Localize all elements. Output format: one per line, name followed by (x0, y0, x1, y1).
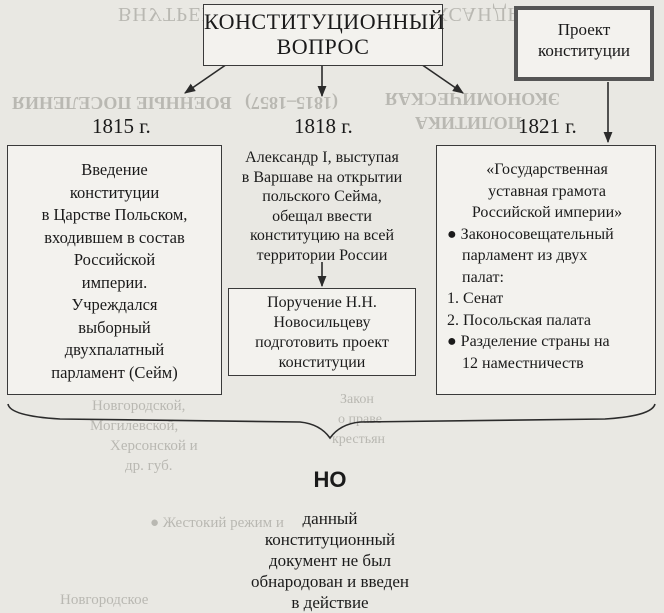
novosiltsev-assignment-box: Поручение Н.Н. Новосильцеву подготовить … (228, 288, 416, 376)
conclusion-text: данный конституционный документ не был о… (220, 508, 440, 613)
middle-line: в Варшаве на открытии (241, 168, 403, 186)
charter-title-line: Российской империи» (471, 204, 623, 221)
state-charter-box: «Государственная уставная грамота Россий… (436, 145, 656, 395)
middle-line: конституцию на всей (249, 227, 395, 244)
left-line: конституции (69, 182, 160, 202)
arrow-to-1815 (184, 61, 231, 94)
but-label: НО (313, 467, 347, 492)
conclusion-line: обнародован и введен (250, 572, 410, 591)
conclusion-line: данный (302, 509, 358, 528)
bullet-legislative: ● Законосовещательный (447, 225, 614, 243)
bullet-icon: ● (447, 225, 461, 243)
conclusion-line: документ не был (269, 551, 391, 570)
draft-line-1: Проект (557, 20, 611, 39)
middle-line: польского Сейма, (262, 188, 382, 205)
constitutional-question-box: КОНСТИТУЦИОННЫЙ ВОПРОС (203, 4, 445, 66)
chamber-senate: 1. Сенат (447, 290, 504, 307)
assignment-line: конституции (278, 354, 366, 371)
charter-title-line: уставная грамота (488, 182, 606, 200)
conclusion-line: в действие (291, 593, 369, 612)
left-line: Учреждался (71, 295, 158, 314)
title-line-2: ВОПРОС (276, 34, 370, 59)
title-line-1: КОНСТИТУЦИОННЫЙ (204, 9, 445, 34)
poland-constitution-box: Введение конституции в Царстве Польском,… (7, 145, 222, 395)
middle-line: обещал ввести (272, 207, 372, 225)
arrow-to-1821 (417, 61, 464, 94)
bullet-icon: ● (447, 333, 461, 350)
warsaw-speech-text: Александр I, выступая в Варшаве на откры… (222, 148, 422, 265)
left-line: империи. (81, 272, 148, 292)
assignment-line: подготовить проект (255, 334, 389, 351)
conclusion-line: конституционный (264, 530, 396, 549)
left-line: Российской (73, 250, 156, 269)
draft-constitution-box: Проект конституции (514, 6, 654, 81)
year-1818: 1818 г. (294, 114, 353, 138)
left-line: Введение (81, 160, 148, 179)
left-line: входившем в состав (44, 227, 185, 247)
bullet-continuation: парламент из двух (462, 247, 588, 264)
left-line: в Царстве Польском, (41, 205, 188, 224)
chamber-ambassadors: 2. Посольская палата (447, 311, 591, 329)
year-1821: 1821 г. (518, 114, 577, 138)
assignment-line: Поручение Н.Н. (267, 294, 377, 311)
year-1815: 1815 г. (92, 114, 151, 138)
bullet-continuation: палат: (462, 268, 504, 286)
charter-title-line: «Государственная (486, 161, 608, 178)
assignment-line: Новосильцеву (273, 314, 371, 331)
middle-line: Александр I, выступая (245, 149, 399, 166)
bullet-continuation: 12 наместничеств (462, 354, 584, 372)
draft-line-2: конституции (537, 41, 631, 60)
middle-line: территории России (256, 246, 388, 264)
left-line: двухпалатный (64, 340, 165, 359)
left-line: парламент (Сейм) (51, 362, 178, 382)
left-line: выборный (78, 317, 151, 337)
bullet-division: ● Разделение страны на (447, 333, 610, 350)
curly-brace (7, 403, 656, 440)
